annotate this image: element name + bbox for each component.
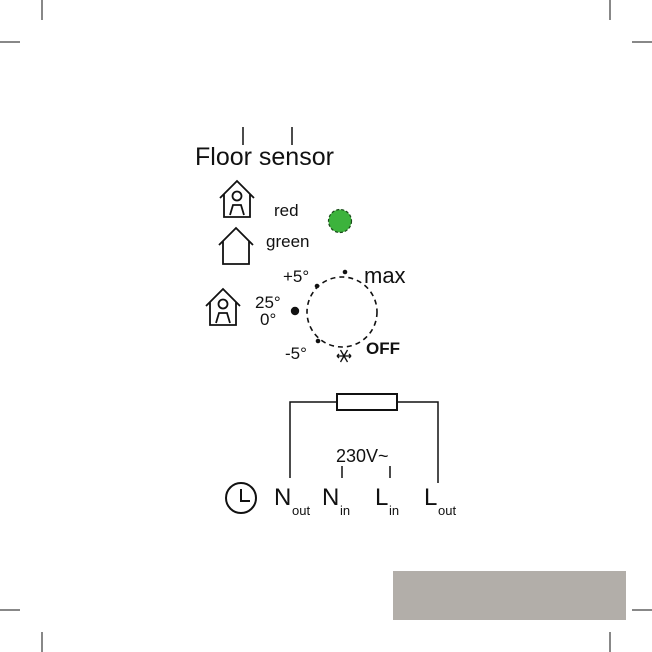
dial-marker-minus5: [316, 339, 321, 344]
svg-text:out: out: [438, 503, 456, 518]
dial-label-max: max: [364, 263, 406, 288]
red-indicator-label: red: [274, 201, 299, 220]
svg-text:in: in: [340, 503, 350, 518]
svg-text:L: L: [424, 484, 437, 511]
house-with-person-icon: [220, 181, 254, 217]
dial-label-plus5: +5°: [283, 267, 309, 286]
dial-marker-max: [343, 270, 348, 275]
snowflake-icon: [337, 350, 351, 362]
dial-label-minus5: -5°: [285, 344, 307, 363]
dial-label-off: OFF: [366, 339, 400, 358]
dial-label-0: 0°: [260, 310, 276, 329]
svg-text:out: out: [292, 503, 310, 518]
terminal-l-out: L out: [424, 484, 456, 518]
house-outline-icon: [219, 228, 253, 264]
house-with-person-icon: [206, 289, 240, 325]
terminal-n-in: N in: [322, 484, 350, 518]
voltage-label: 230V~: [336, 446, 389, 466]
green-indicator-label: green: [266, 232, 309, 251]
clock-icon: [226, 483, 256, 513]
svg-text:N: N: [322, 484, 339, 511]
terminal-l-in: L in: [375, 484, 399, 518]
floor-sensor-title: Floor sensor: [195, 143, 334, 171]
wiring-lines: [290, 402, 438, 483]
footer-box: [393, 571, 626, 620]
led-indicator: [329, 210, 352, 233]
svg-text:N: N: [274, 484, 291, 511]
dial-marker-25: [291, 307, 299, 315]
dial-marker-plus5: [315, 284, 320, 289]
svg-text:in: in: [389, 503, 399, 518]
heating-element: [337, 394, 397, 410]
terminal-n-out: N out: [274, 484, 310, 518]
svg-text:L: L: [375, 484, 388, 511]
